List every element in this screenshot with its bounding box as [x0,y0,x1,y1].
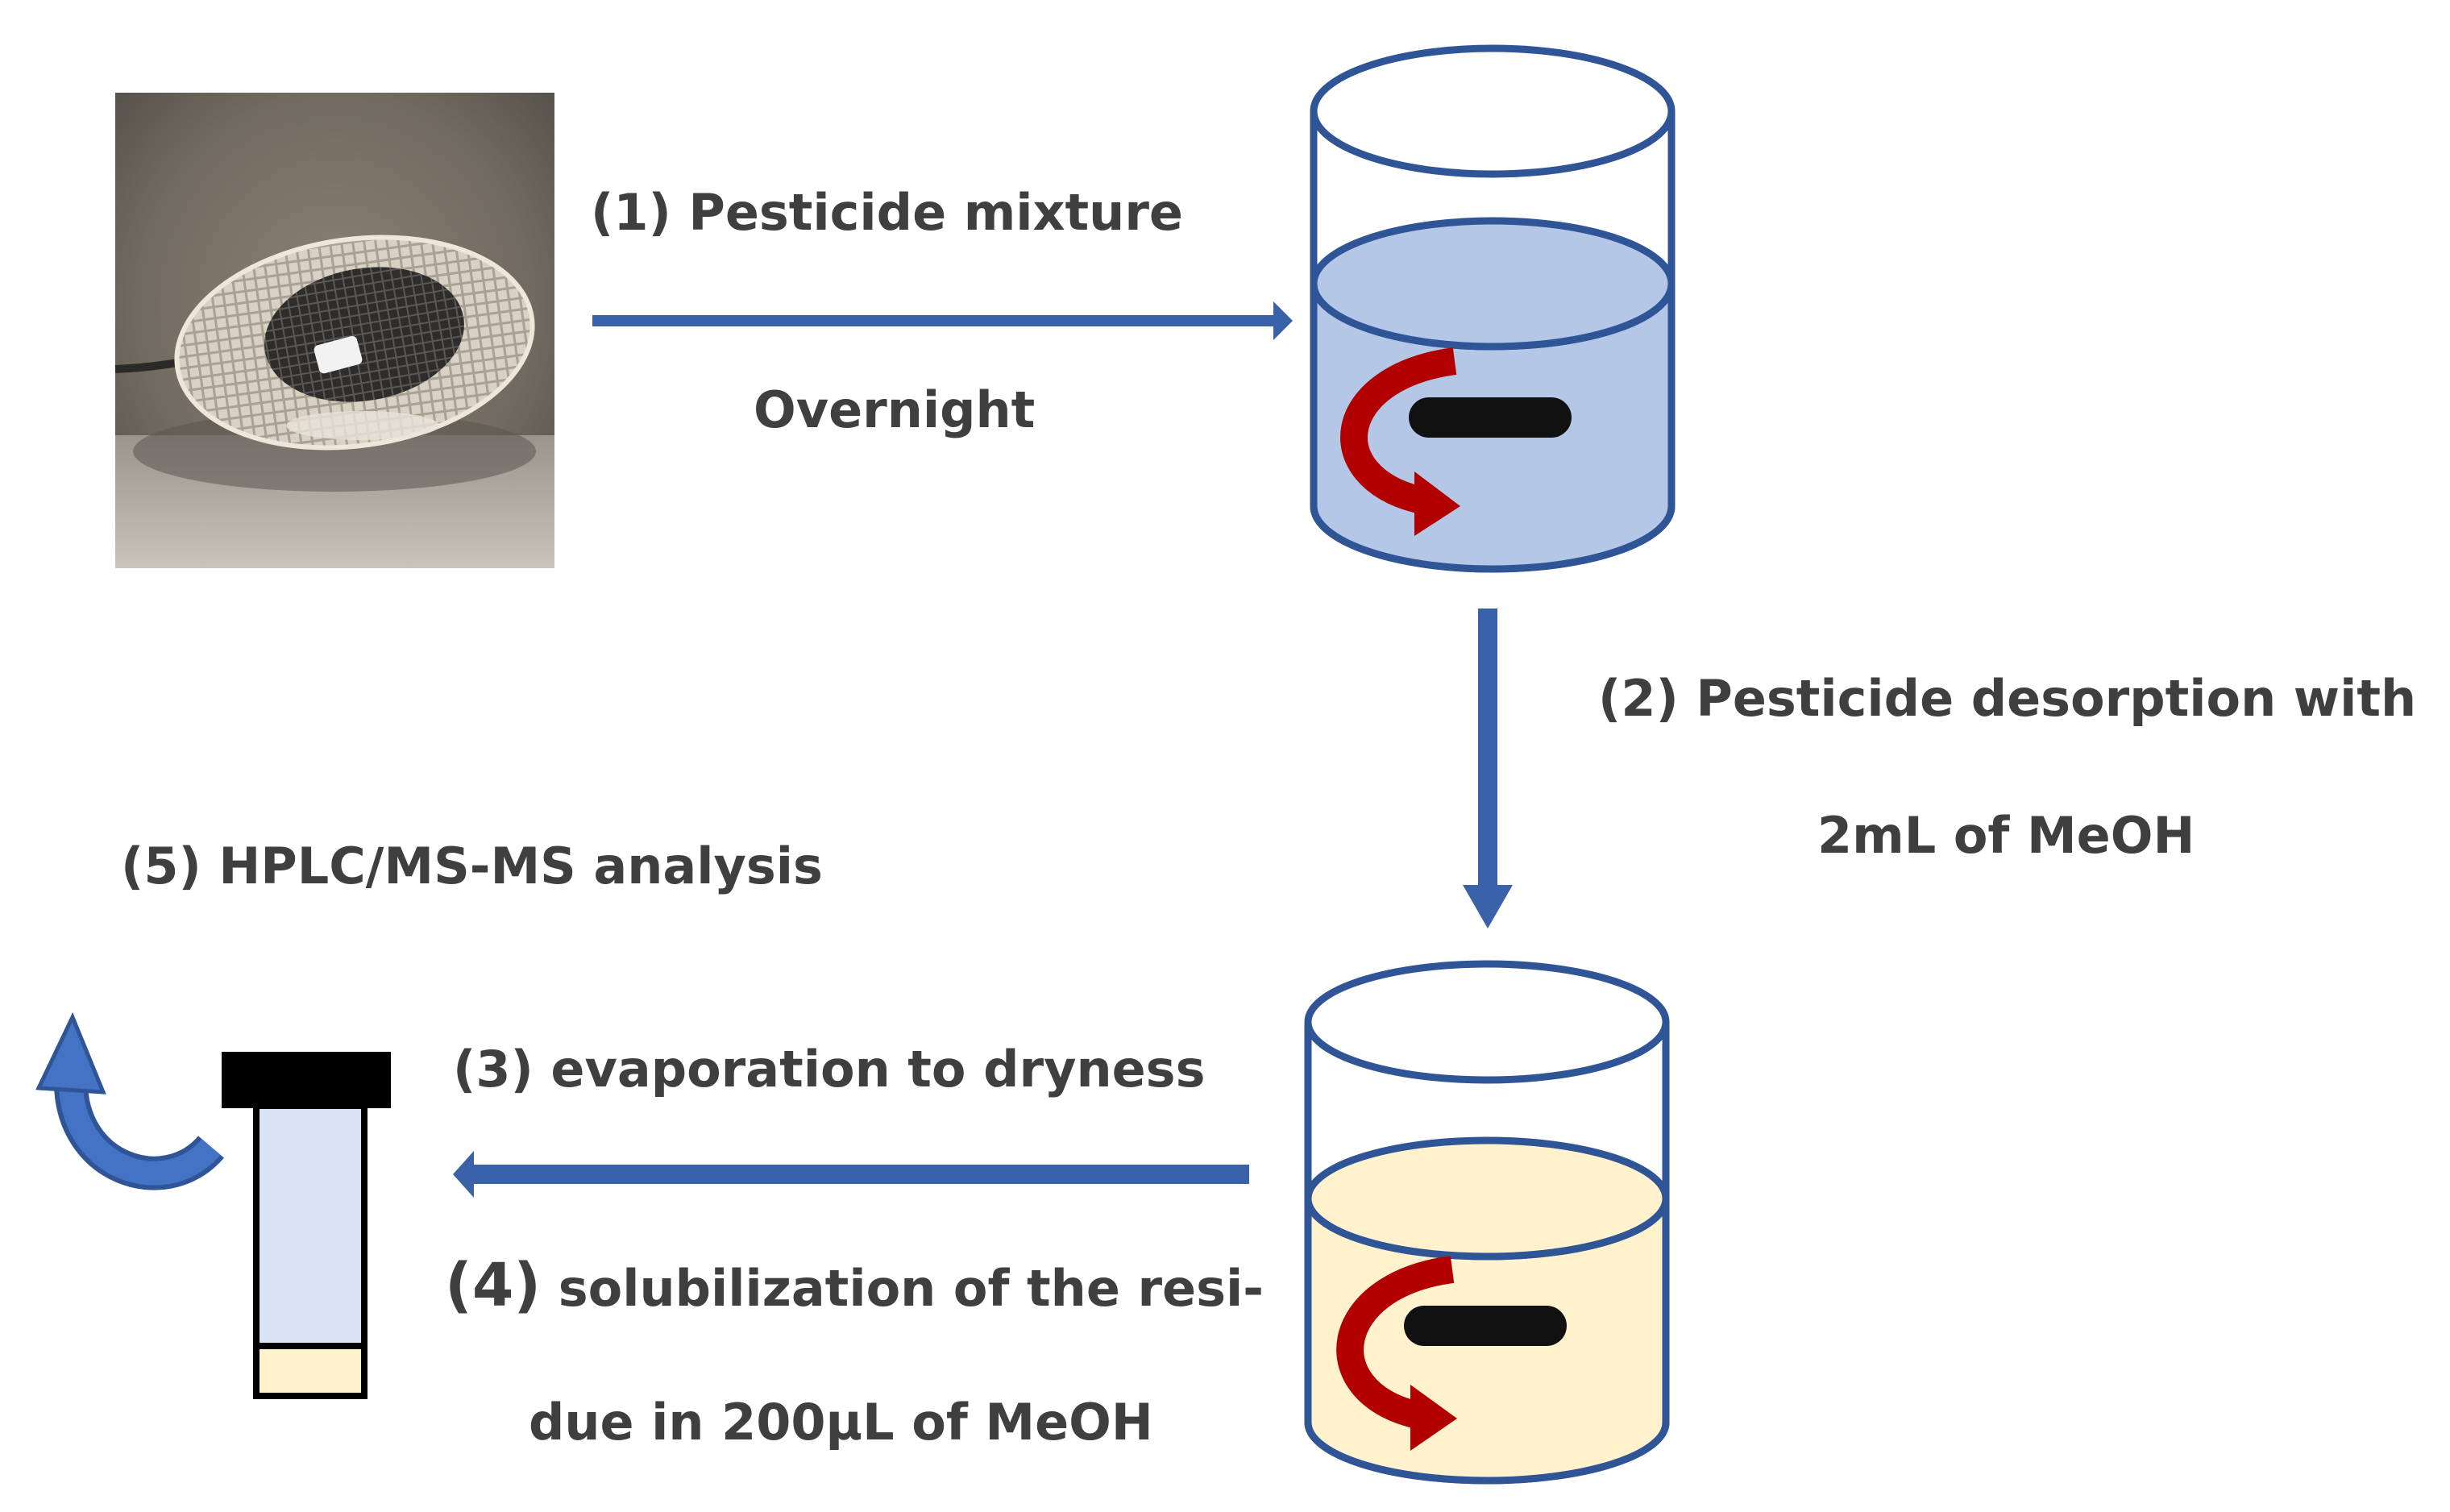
beaker-blue-icon [1310,44,1676,573]
stir-bar-sample-photo [114,93,554,568]
arrow-step-3 [453,1151,1249,1198]
curved-arrow-icon [35,1011,224,1190]
vial-cap [222,1052,391,1108]
stir-bar-1 [1409,397,1572,438]
step5-label: (5) HPLC/MS-MS analysis [121,837,823,895]
step4-label-line2: due in 200µL of MeOH [529,1393,1153,1452]
beaker-yellow-icon [1304,960,1670,1485]
step4-label-line1: (4) solubilization of the resi- [445,1256,1264,1315]
step1-label: (1) Pesticide mixture [591,183,1183,242]
vial-icon [222,1052,391,1399]
arrow-step-1 [592,301,1293,340]
step4-text: solubilization of the resi- [541,1259,1264,1318]
step1-sublabel: Overnight [754,380,1036,439]
rotation-arrow-icon [1336,1256,1457,1451]
step3-label: (3) evaporation to dryness [453,1040,1206,1099]
step4-number: (4) [445,1251,542,1320]
step2-label-line1: (2) Pesticide desorption with [1598,669,2417,728]
step2-label-line2: 2mL of MeOH [1817,806,2195,865]
arrow-step-2 [1463,609,1513,928]
rotation-arrow-icon [1340,347,1460,536]
stir-bar-2 [1404,1306,1567,1346]
